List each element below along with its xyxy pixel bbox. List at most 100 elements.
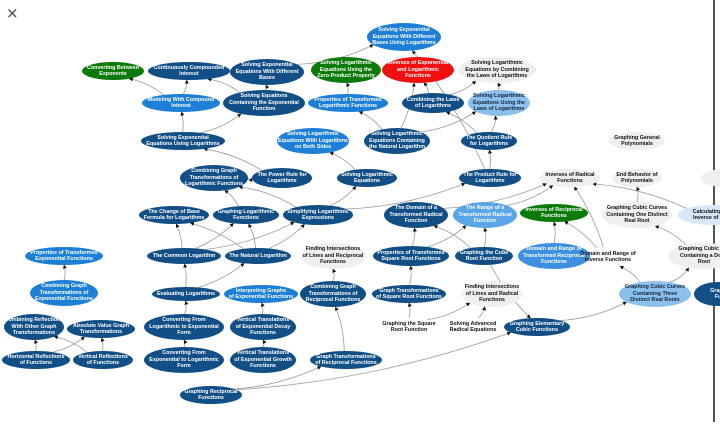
graph-node[interactable]: Graphing Logarithmic Functions bbox=[213, 206, 279, 224]
graph-node[interactable]: Combining Reflections With Other Graph T… bbox=[4, 314, 64, 340]
graph-node-label: Converting Between Exponents bbox=[86, 64, 140, 77]
graph-node[interactable]: Evaluating Logarithms bbox=[152, 287, 220, 301]
graph-edge bbox=[573, 186, 604, 248]
graph-node[interactable]: Inverses of Reciprocal Functions bbox=[520, 204, 588, 222]
graph-node[interactable]: Graphing Elementary Cubic Functions bbox=[504, 318, 570, 336]
graph-node-label: Graphing Cubic Curves Containing One Dis… bbox=[606, 205, 668, 225]
graph-edge bbox=[183, 263, 188, 288]
graph-node[interactable]: Absolute Value Graph Transformations bbox=[67, 320, 135, 338]
graph-edge bbox=[411, 227, 417, 247]
graph-node[interactable]: Horizontal Reflections of Functions bbox=[2, 351, 70, 369]
graph-node[interactable]: The Range of a Transformed Radical Funct… bbox=[453, 202, 517, 228]
graph-edge bbox=[184, 300, 189, 315]
graph-node[interactable]: The Common Logarithm bbox=[147, 248, 221, 264]
graph-node-label: The Natural Logarithm bbox=[229, 252, 287, 259]
graph-edge bbox=[409, 265, 414, 286]
graph-node-label: Combining Graph Transformations of Recip… bbox=[305, 284, 361, 304]
graph-node[interactable]: Solving Logarithmic Equations bbox=[337, 169, 397, 187]
graph-edge bbox=[236, 331, 512, 391]
graph-edge bbox=[198, 262, 245, 288]
graph-node[interactable]: The Power Rule for Logarithms bbox=[252, 168, 312, 188]
graph-node[interactable]: Graphing Cubic Curves Containing One Dis… bbox=[602, 202, 672, 228]
graph-node[interactable]: Solving Exponential Equations With Diffe… bbox=[230, 59, 304, 85]
graph-node[interactable]: Finding Intersections of Lines and Radic… bbox=[462, 281, 522, 307]
graph-node[interactable]: Solving Advanced Radical Equations bbox=[443, 318, 503, 336]
graph-node[interactable]: Simplifying Logarithmic Expressions bbox=[283, 205, 353, 225]
graph-node[interactable]: Graphing Cubic Cur Containing a Doub Roo… bbox=[668, 243, 720, 269]
graph-node[interactable]: Solving Logarithmic Equations by Combini… bbox=[458, 57, 536, 83]
graph-node[interactable]: The Natural Logarithm bbox=[225, 248, 291, 264]
graph-node-label: The Range of a Transformed Radical Funct… bbox=[458, 205, 512, 225]
graph-node[interactable]: Solving Logarithmic Equations Containing… bbox=[364, 128, 430, 154]
graph-edge bbox=[477, 306, 487, 319]
graph-node-label: Vertical Translations of Exponential Gro… bbox=[234, 350, 292, 370]
graph-node[interactable]: The Domain of a Transformed Radical Func… bbox=[384, 202, 448, 228]
graph-node[interactable]: The Change of Base Formula for Logarithm… bbox=[139, 206, 209, 224]
graph-node[interactable]: Vertical Translations of Exponential Dec… bbox=[230, 314, 296, 340]
graph-node[interactable]: The Product Rule for Logarithms bbox=[459, 169, 521, 187]
graph-node-label: Converting From Logarithmic to Exponenti… bbox=[149, 317, 219, 337]
graph-node[interactable]: Properties of Transformed Square Root Fu… bbox=[373, 246, 449, 266]
graph-node-label: Converting From Exponential to Logarithm… bbox=[149, 350, 219, 370]
graph-node[interactable]: Inverses of Exponential and Logarithmic … bbox=[382, 57, 454, 83]
graph-edge bbox=[358, 111, 383, 130]
graph-node[interactable]: Modeling With Compound Interest bbox=[142, 94, 220, 112]
graph-node-label: Inverses of Radical Functions bbox=[545, 171, 595, 184]
graph-node[interactable]: Domain and Range of Inverse Functions bbox=[574, 247, 642, 267]
graph-edge bbox=[268, 223, 305, 249]
graph-node[interactable]: Converting Between Exponents bbox=[82, 62, 144, 80]
graph-node-label: The Product Rule for Logarithms bbox=[463, 171, 517, 184]
graph-node[interactable]: Combining Graph Transformations of Expon… bbox=[30, 280, 98, 306]
graph-node[interactable]: The Quotient Rule for Logarithms bbox=[461, 132, 517, 150]
graph-node[interactable]: Combining Graph Transformations of Logar… bbox=[180, 165, 248, 191]
graph-node[interactable]: Graphing the Square Root Function bbox=[377, 318, 441, 336]
graph-node[interactable]: Graphing Reciprocal Functions bbox=[180, 386, 242, 404]
graph-node[interactable]: Properties of Transformed Exponential Fu… bbox=[25, 247, 103, 265]
close-button[interactable]: × bbox=[6, 4, 19, 22]
graph-edge bbox=[449, 80, 477, 95]
graph-node[interactable]: End Behavior of Polynomials bbox=[612, 169, 662, 187]
graph-edge bbox=[189, 221, 244, 250]
graph-edge bbox=[261, 302, 265, 315]
graph-node[interactable]: Combining Graph Transformations of Recip… bbox=[300, 281, 366, 307]
graph-node[interactable]: Graph Transformations of Square Root Fun… bbox=[372, 285, 446, 303]
graph-node[interactable]: Graphing General Polynomials bbox=[609, 132, 665, 150]
graph-node[interactable]: Inv bbox=[701, 169, 720, 187]
graph-node[interactable]: Solving Equations Containing the Exponen… bbox=[223, 90, 305, 116]
graph-node[interactable]: Solving Logarithmic Equations Using the … bbox=[311, 57, 381, 83]
graph-node-label: Domain and Range of Transformed Reciproc… bbox=[523, 246, 585, 266]
graph-node-label: The Power Rule for Logarithms bbox=[257, 171, 307, 184]
graph-node[interactable]: Graphing the Cube Root Function bbox=[455, 247, 513, 265]
graph-edge bbox=[483, 227, 488, 248]
graph-node[interactable]: Finding Intersections of Lines and Recip… bbox=[300, 243, 366, 269]
graph-edge bbox=[180, 111, 185, 133]
graph-node[interactable]: Inverses of Radical Functions bbox=[540, 169, 600, 187]
graph-node[interactable]: Solving Exponential Equations With Diffe… bbox=[367, 23, 441, 51]
graph-node-label: Graphing the Cube Root Function bbox=[459, 249, 509, 262]
graph-node[interactable]: Graph Transformations of Reciprocal Func… bbox=[310, 351, 382, 369]
graph-node[interactable]: Solving Logarithmic Equations Using the … bbox=[468, 90, 530, 116]
graph-node[interactable]: Continuously Compounded Interest bbox=[148, 62, 230, 80]
graph-node[interactable]: Combining the Laws of Logarithms bbox=[402, 93, 464, 113]
graph-edge bbox=[433, 225, 472, 249]
graph-node[interactable]: Vertical Translations of Exponential Gro… bbox=[230, 347, 296, 373]
graph-node-label: The Common Logarithm bbox=[152, 252, 216, 259]
graph-node[interactable]: Solving Exponential Equations Using Loga… bbox=[141, 132, 225, 150]
graph-node[interactable]: Interpreting Graphs of Exponential Funct… bbox=[224, 285, 298, 303]
graph-node-label: Graphing the Square Root Function bbox=[382, 320, 436, 333]
graph-node-label: Graph Fu bbox=[710, 287, 720, 300]
graph-node-label: Solving Logarithmic Equations bbox=[341, 171, 393, 184]
graph-node[interactable]: Graphing Cubic Curves Containing Three D… bbox=[619, 281, 691, 307]
graph-edge bbox=[619, 265, 641, 283]
graph-node[interactable]: Properties of Transformed Logarithmic Fu… bbox=[308, 94, 388, 112]
graph-node[interactable]: Solving Logarithmic Equations With Logar… bbox=[277, 128, 349, 154]
graph-node[interactable]: Converting From Exponential to Logarithm… bbox=[144, 347, 224, 373]
graph-node[interactable]: Converting From Logarithmic to Exponenti… bbox=[144, 314, 224, 340]
graph-node[interactable]: Vertical Reflections of Functions bbox=[73, 351, 133, 369]
graph-edge bbox=[248, 223, 257, 249]
graph-edge bbox=[224, 190, 239, 207]
graph-node[interactable]: Domain and Range of Transformed Reciproc… bbox=[518, 243, 590, 269]
graph-edge bbox=[100, 337, 105, 352]
graph-edge bbox=[175, 223, 183, 249]
